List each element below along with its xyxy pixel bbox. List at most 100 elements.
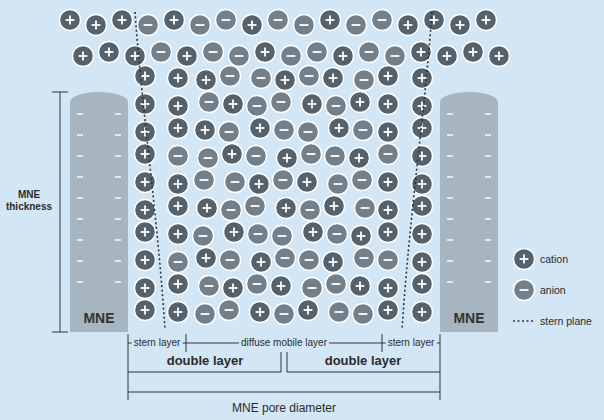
cation [412,196,433,217]
anion [326,96,347,117]
cation [514,248,535,269]
sign-bar [157,51,166,53]
cation-circle [463,42,484,63]
sign-bar [387,228,389,237]
anion-circle [326,96,347,117]
cation-circle [412,302,433,323]
sign-bar [258,180,260,189]
anion [221,200,242,221]
double-layer-bracket [287,352,440,372]
sign-bar [313,51,322,53]
sign-bar [421,152,423,161]
sign-bar [332,283,341,285]
sign-bar [433,16,435,25]
anion [281,46,302,67]
cation [222,144,243,165]
legend-text: stern plane [540,315,592,327]
anion-circle [190,15,211,36]
negative-charge-mark [115,176,121,177]
cation-circle [378,278,399,299]
cation-circle [112,10,133,31]
anion-circle [219,300,240,321]
cation-circle [437,46,458,67]
negative-charge-mark [485,176,491,177]
cation-circle [450,15,471,36]
anion [353,120,374,141]
anion-circle [219,122,240,143]
anion [514,279,535,300]
anion [294,15,315,36]
sign-bar [391,55,400,57]
anion-circle [307,42,328,63]
cation [168,68,189,89]
cation-circle [135,94,156,115]
negative-charge-mark [77,113,83,114]
cation [378,200,399,221]
anion-circle [246,146,267,167]
anion [273,170,294,191]
negative-charge-mark [447,197,453,198]
sign-bar [177,230,179,239]
cation [168,118,189,139]
anion [346,15,367,36]
cation [135,66,156,87]
anion-circle [268,10,289,31]
anion-circle [216,10,237,31]
anion-circle [378,144,399,165]
anion-circle [203,42,224,63]
negative-charge-mark [77,134,83,135]
cation [329,118,350,139]
anion [300,200,321,221]
sign-bar [333,233,342,235]
cation [298,300,319,321]
anion [274,304,295,325]
sign-bar [226,259,235,261]
sign-bar [201,313,210,315]
negative-charge-mark [115,155,121,156]
sign-bar [259,124,261,133]
sign-bar [338,124,340,133]
cation [398,15,419,36]
anion [220,66,241,87]
cation [196,70,217,91]
sign-bar [232,284,234,293]
anion-circle [247,274,268,295]
stern-plane-line [402,12,432,330]
cation-circle [168,118,189,139]
anion-circle [300,200,321,221]
cation [168,274,189,295]
anion [138,15,159,36]
anion-circle [327,224,348,245]
sign-bar [305,75,314,77]
cation-circle [196,70,217,91]
thickness-label: MNE thickness [2,189,56,212]
sign-bar [384,153,393,155]
sign-bar [281,257,290,259]
negative-charge-mark [115,197,121,198]
stern-plane-line [135,12,165,330]
anion-circle [329,302,350,323]
anion-circle [248,224,269,245]
sign-bar [108,48,110,57]
anion-circle [275,248,296,269]
anion-circle [354,248,375,269]
legend-text: cation [540,253,568,265]
negative-charge-mark [115,134,121,135]
anion-circle [274,120,295,141]
cation [378,278,399,299]
cation [86,15,107,36]
cation [135,94,156,115]
cation-circle [323,68,344,89]
sign-bar [378,19,387,21]
cation [271,276,292,297]
anion-circle [301,144,322,165]
cation-circle [86,15,107,36]
negative-charge-mark [77,218,83,219]
anion [190,15,211,36]
cation-circle [135,278,156,299]
negative-charge-mark [447,239,453,240]
cation-circle [249,174,270,195]
cation-circle [349,148,370,169]
cation-circle [320,10,341,31]
